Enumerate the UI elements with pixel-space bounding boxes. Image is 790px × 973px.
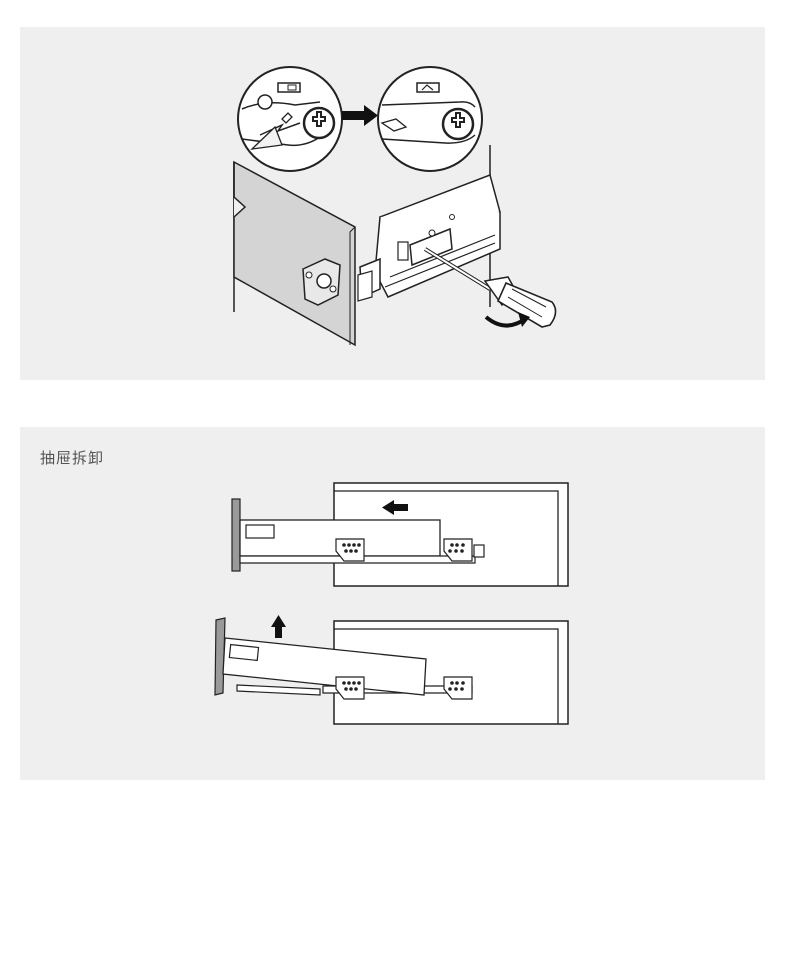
drawer-handle-slot xyxy=(245,524,275,539)
drawer-body xyxy=(222,637,427,696)
drawer-front xyxy=(214,617,226,696)
install-illustration-panel xyxy=(20,27,765,380)
rail-clip-front xyxy=(335,538,365,562)
screwdriver-icon xyxy=(423,247,557,328)
arrow-up-icon xyxy=(271,615,286,638)
detail-circle-before xyxy=(237,66,343,172)
section-title: 抽屉拆卸 xyxy=(40,449,105,467)
phillips-screw-icon xyxy=(441,107,475,141)
phillips-screw-icon xyxy=(302,106,336,140)
removal-step-2 xyxy=(214,615,569,725)
removal-illustration-panel: 抽屉拆卸 xyxy=(20,427,765,780)
install-illustration xyxy=(233,66,557,347)
drawer-front-panel xyxy=(233,160,356,347)
rail-clip-front xyxy=(335,676,365,700)
removal-illustration xyxy=(214,482,569,725)
rotate-arrow-icon xyxy=(484,312,530,328)
rail-clip-rear xyxy=(443,676,473,700)
drawer-front xyxy=(231,498,241,572)
rail-clip-rear xyxy=(443,538,485,562)
rail xyxy=(236,684,321,696)
arrow-right-icon xyxy=(342,105,378,126)
front-bracket xyxy=(302,258,341,306)
detail-circle-after xyxy=(377,66,483,172)
removal-step-1 xyxy=(231,482,569,587)
arrow-left-icon xyxy=(382,500,408,515)
drawer-handle-slot xyxy=(228,643,260,662)
